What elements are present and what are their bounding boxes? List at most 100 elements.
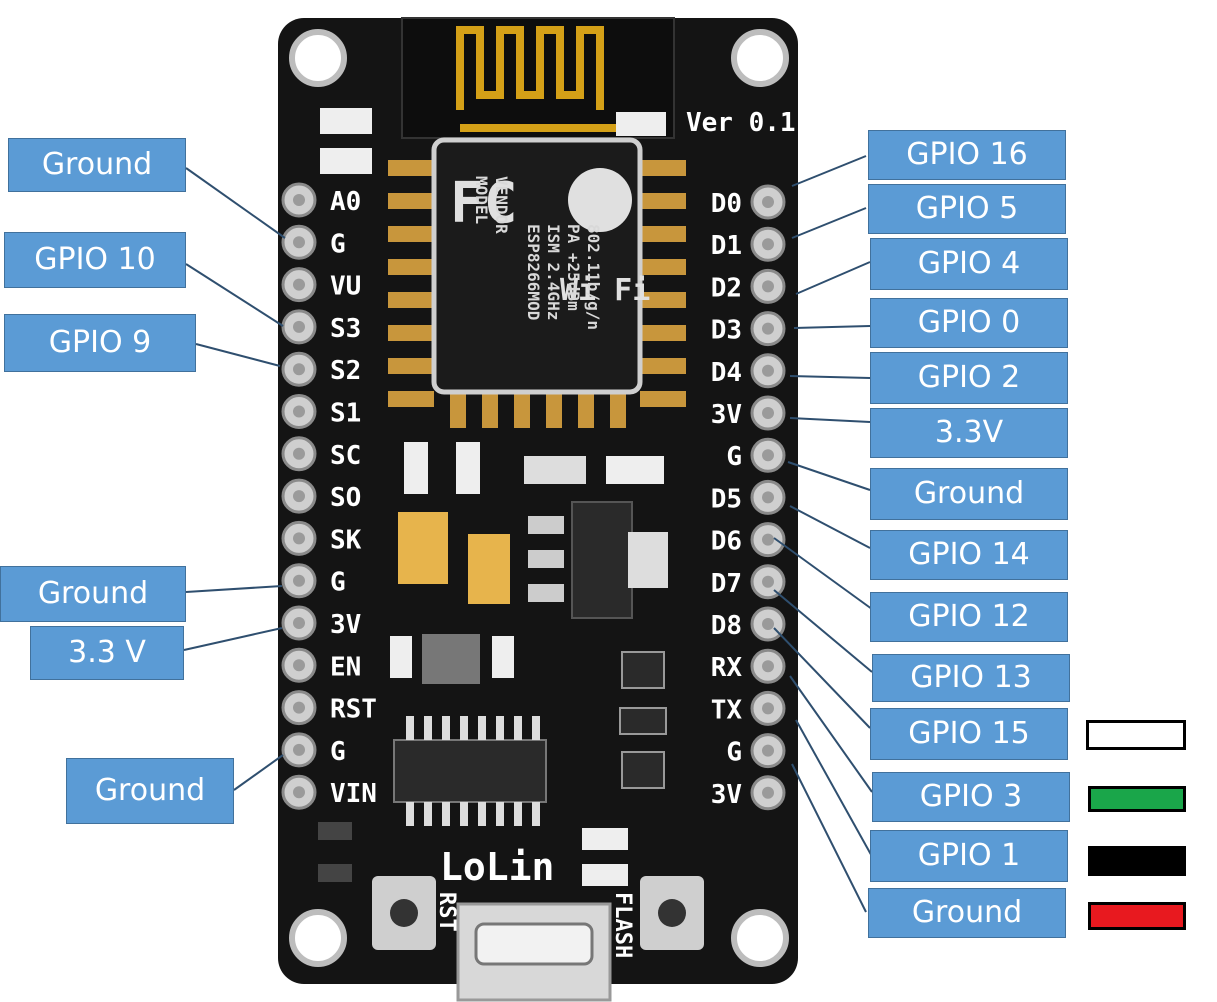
module-pad [514, 392, 530, 428]
chip-pin [496, 716, 504, 740]
rst-button-cap[interactable] [390, 899, 418, 927]
pin-hole [762, 449, 774, 462]
connector-line [789, 417, 871, 423]
pin-hole [293, 405, 305, 418]
connector-line [773, 627, 871, 729]
connector-line [791, 207, 867, 239]
regulator-tab [628, 532, 668, 588]
connector-line [791, 763, 867, 913]
pin-hole [762, 533, 774, 546]
tantalum-capacitor [468, 534, 510, 604]
tantalum-capacitor [398, 512, 448, 584]
module-text: 802.11b/g/n [584, 224, 603, 330]
usb-serial-chip [393, 739, 547, 803]
pin-hole [762, 618, 774, 630]
pin-hole [762, 575, 774, 588]
right-pin-label: D5 [711, 484, 742, 514]
flash-button-label: FLASH [610, 892, 635, 958]
brand-label: LoLin [440, 845, 554, 889]
pin-hole [762, 238, 774, 251]
callout-left-gpio10: GPIO 10 [4, 232, 186, 288]
module-pad [546, 392, 562, 428]
module-pad [578, 392, 594, 428]
pin-hole [762, 744, 774, 757]
left-pin-label: VU [330, 272, 361, 302]
right-pin-label: 3V [711, 780, 742, 810]
left-pin-label: VIN [330, 779, 377, 809]
chip-pin [532, 716, 540, 740]
pin-hole [762, 322, 774, 335]
rst-button-label: RST [434, 892, 459, 932]
pin-hole [293, 236, 305, 249]
chip-pin [442, 716, 450, 740]
right-pin-label: D1 [711, 231, 742, 261]
pin-hole [293, 194, 305, 206]
right-pin-label: D7 [711, 569, 742, 599]
connector-line [773, 537, 877, 613]
chip-pin [460, 716, 468, 740]
resistor [582, 828, 628, 850]
wire-swatch-red [1088, 902, 1186, 930]
wire-swatch-white [1086, 720, 1186, 750]
led [318, 864, 352, 882]
module-pad [482, 392, 498, 428]
callout-gpio4: GPIO 4 [870, 238, 1068, 290]
callout-gpio0: GPIO 0 [870, 298, 1068, 348]
callout-gpio1: GPIO 1 [870, 830, 1068, 882]
resistor [616, 112, 666, 136]
connector-line [791, 155, 867, 187]
chip-pin [478, 802, 486, 826]
chip-pin [406, 802, 414, 826]
right-pin-label: G [726, 738, 742, 768]
left-pin-label: SC [330, 441, 361, 471]
left-pin-label: G [330, 737, 346, 767]
module-text: MODEL [472, 176, 491, 224]
callout-gpio5: GPIO 5 [868, 184, 1066, 234]
capacitor [390, 636, 412, 678]
capacitor [492, 636, 514, 678]
right-pin-label: TX [711, 695, 743, 725]
resistor [524, 456, 586, 484]
module-pad [640, 358, 686, 374]
pin-hole [293, 320, 305, 333]
left-pin-label: S1 [330, 399, 361, 429]
left-pin-label: S3 [330, 314, 361, 344]
pin-hole [293, 701, 305, 714]
module-pad [640, 193, 686, 209]
transistor [621, 751, 665, 789]
right-pin-label: D8 [711, 611, 742, 641]
chip-pin [442, 802, 450, 826]
connector-line [233, 754, 284, 791]
pin-hole [762, 786, 774, 799]
connector-line [185, 263, 284, 327]
module-pad [610, 392, 626, 428]
capacitor [528, 584, 564, 602]
module-pad [388, 325, 434, 341]
connector-line [183, 627, 283, 651]
callout-gpio16: GPIO 16 [868, 130, 1066, 180]
micro-usb-opening [474, 922, 594, 966]
connector-line [793, 325, 871, 329]
left-pin-label: S2 [330, 356, 361, 386]
module-text: PA +25dBm [564, 224, 583, 311]
flash-button-cap[interactable] [658, 899, 686, 927]
mounting-hole [731, 909, 789, 967]
fcc-logo: FC [450, 171, 517, 236]
module-text: VENDOR [492, 176, 511, 234]
module-pad [388, 292, 434, 308]
callout-gpio12: GPIO 12 [870, 592, 1068, 642]
chip-pin [424, 802, 432, 826]
left-pin-label: G [330, 229, 346, 259]
left-pin-label: RST [330, 695, 377, 725]
chip-pin [514, 716, 522, 740]
pin-hole [293, 490, 305, 503]
module-pad [388, 193, 434, 209]
connector-line [789, 675, 873, 793]
chip-pin [460, 802, 468, 826]
pin-hole [762, 491, 774, 504]
module-pad [640, 160, 686, 176]
callout-left-ground-3: Ground [66, 758, 234, 824]
callout-left-ground: Ground [8, 138, 186, 192]
resistor [619, 707, 667, 735]
